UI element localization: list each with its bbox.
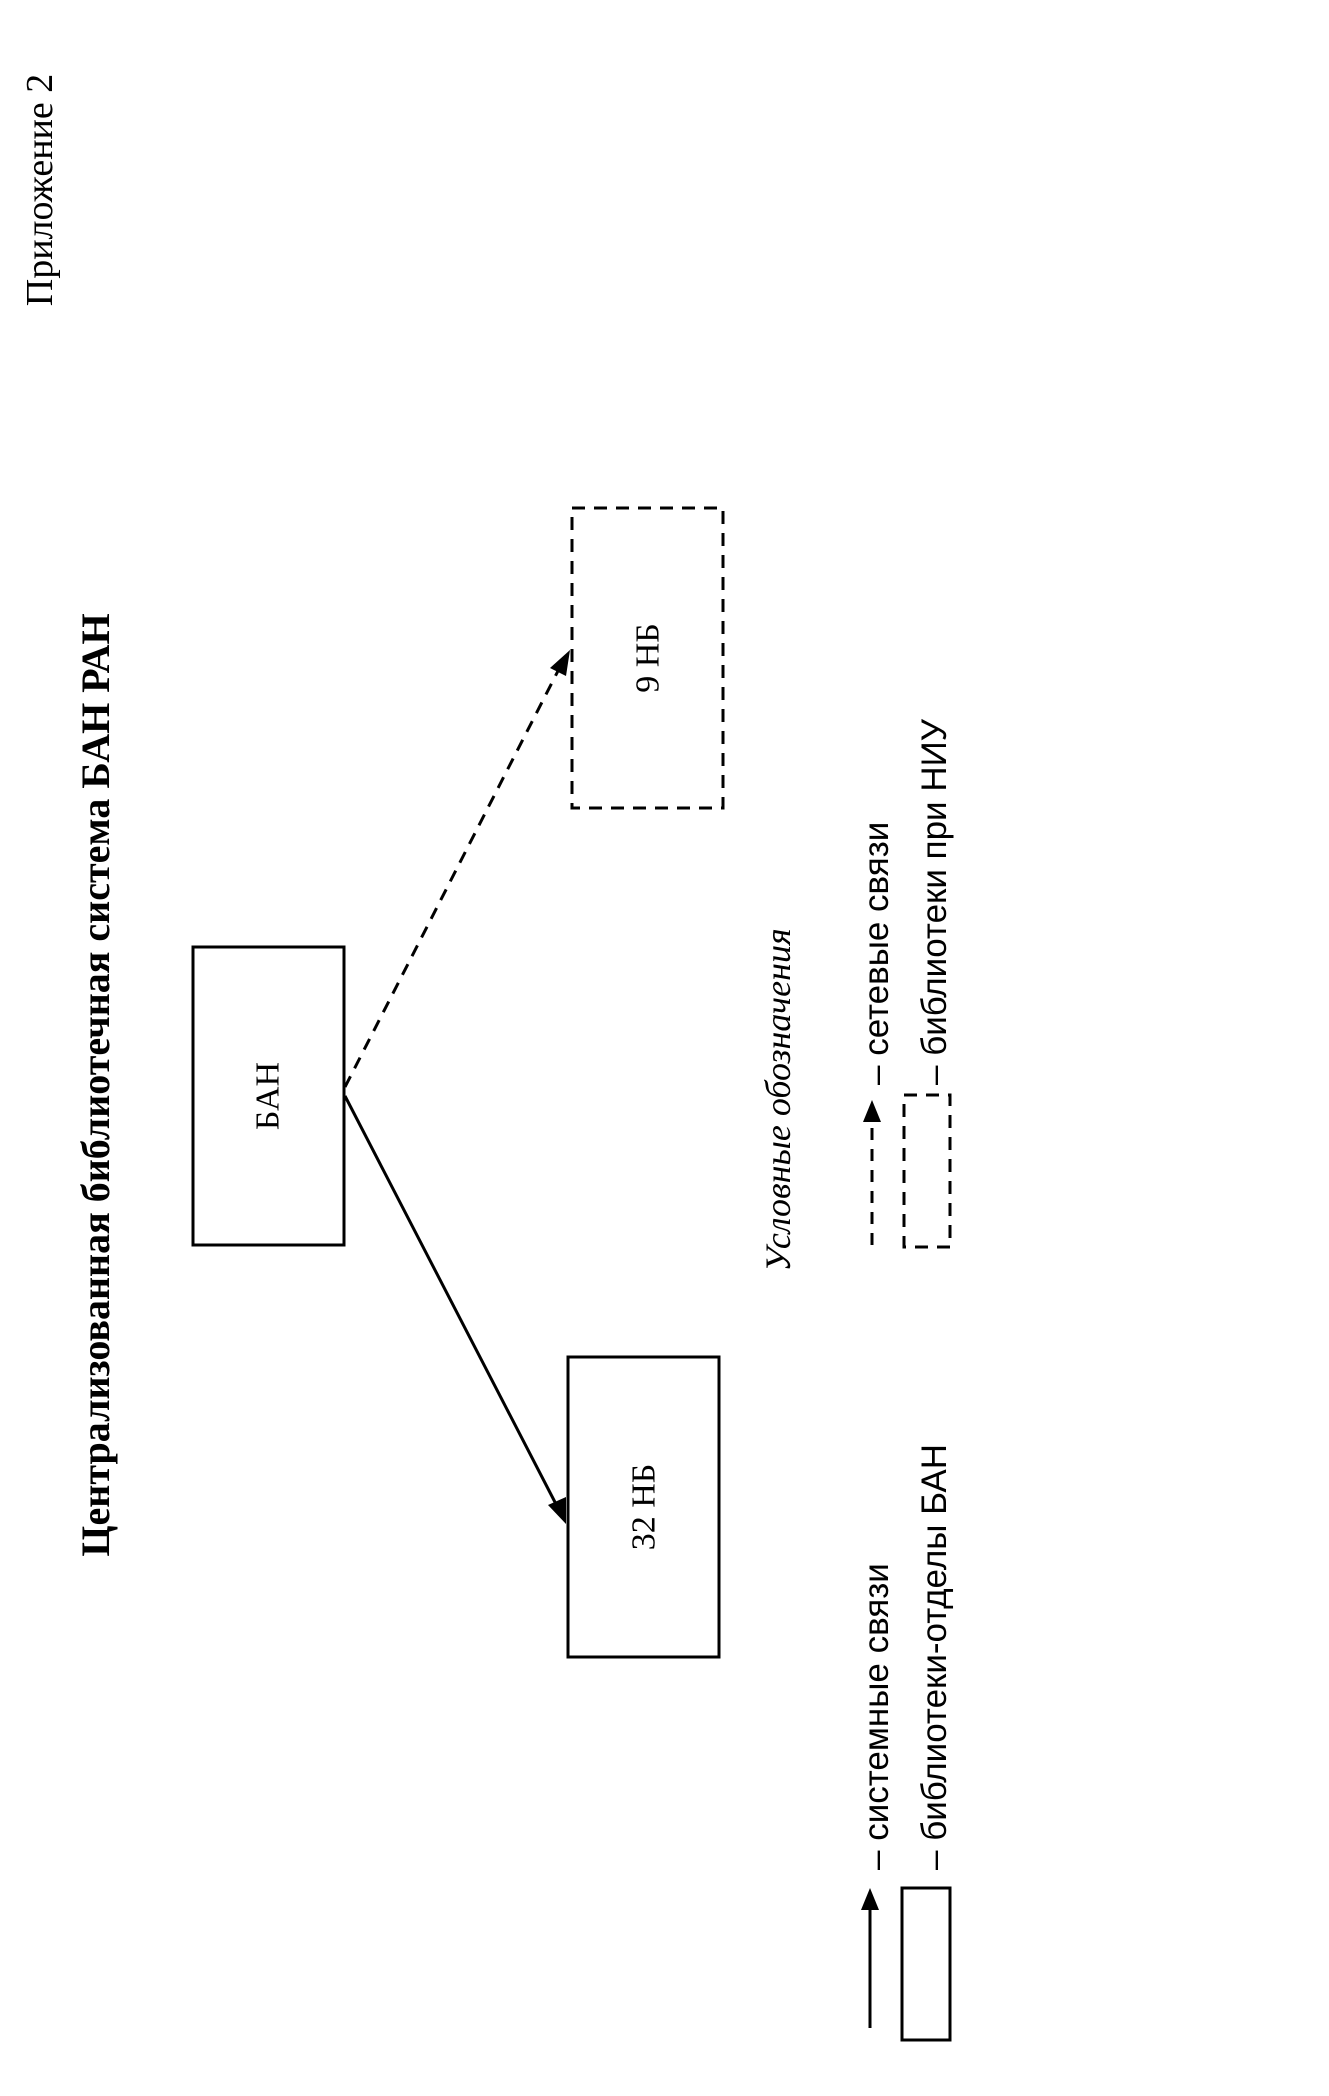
node-32-nb-label: 32 НБ (626, 1464, 663, 1551)
legend-department-libraries: – библиотеки-отделы БАН (915, 1444, 954, 1870)
node-ban: БАН (191, 945, 346, 1247)
node-ban-label: БАН (250, 1062, 287, 1130)
node-32-nb: 32 НБ (566, 1355, 721, 1659)
node-9-nb-label: 9 НБ (630, 623, 667, 693)
appendix-label: Приложение 2 (19, 74, 61, 306)
legend-solid-box (900, 1886, 952, 2042)
legend-network-links: – сетевые связи (857, 822, 896, 1085)
legend-solid-arrow (861, 1888, 879, 2028)
edge-network-link (343, 650, 570, 1088)
legend-nii-libraries: – библиотеки при НИУ (915, 718, 954, 1085)
edge-system-link (343, 1095, 566, 1524)
diagram-title: Централизованная библиотечная система БА… (73, 613, 118, 1556)
legend-dashed-arrow (863, 1100, 881, 1245)
legend-system-links: – системные связи (857, 1563, 896, 1870)
legend-heading: Условные обозначения (758, 928, 798, 1271)
legend-dashed-box (902, 1093, 952, 1249)
node-9-nb: 9 НБ (570, 506, 725, 810)
